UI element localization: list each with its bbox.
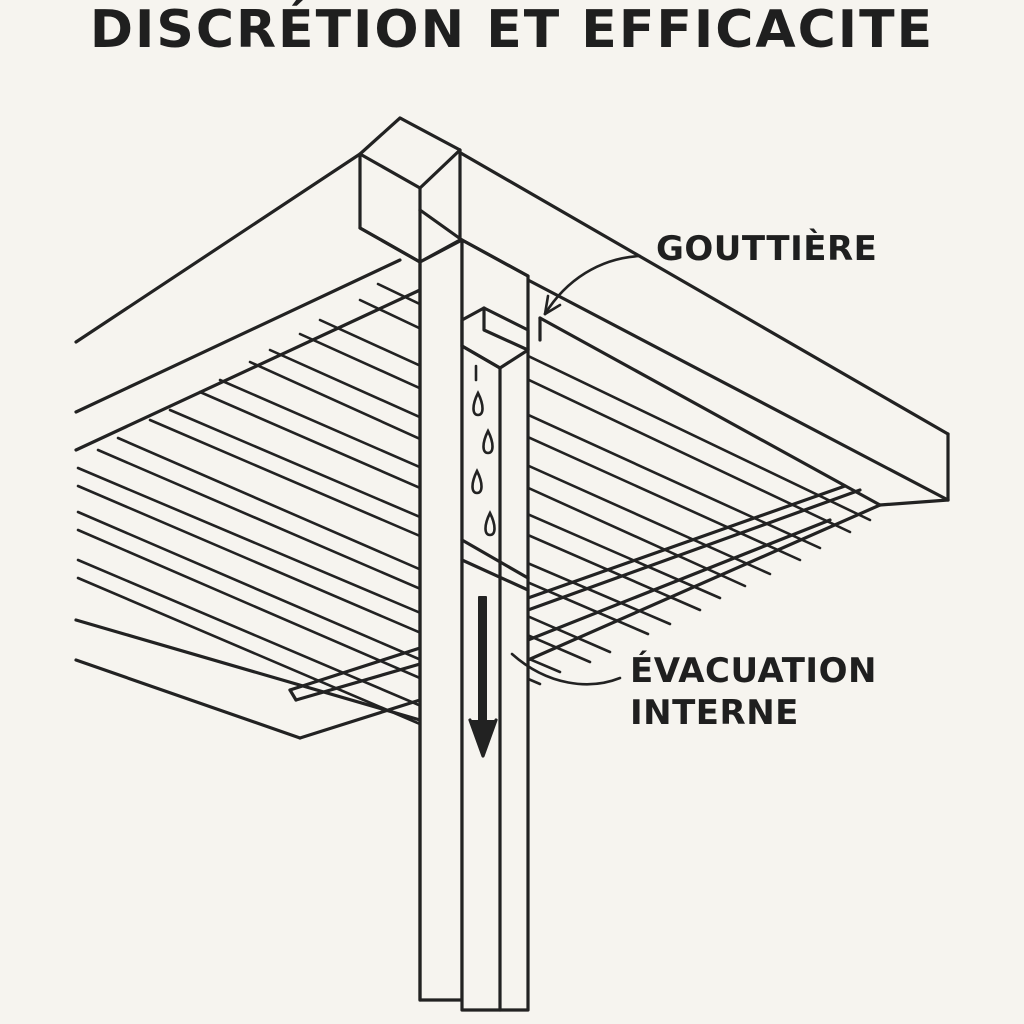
- drain-label-line1: ÉVACUATION: [630, 651, 877, 691]
- water-drop-icon: [471, 468, 483, 495]
- page-title: DISCRÉTION ET EFFICACITE: [89, 0, 935, 60]
- down-arrow-icon: [468, 596, 498, 758]
- water-drop-icon: [482, 428, 494, 455]
- inner-gutter: [288, 646, 422, 702]
- curved-callout-arrow-icon: [543, 254, 642, 316]
- post: [418, 238, 530, 1012]
- water-drops: [471, 364, 496, 537]
- corner-block: [358, 116, 464, 264]
- water-drop-icon: [484, 510, 496, 537]
- drain-label: ÉVACUATION INTERNE: [630, 650, 877, 734]
- drain-label-line2: INTERNE: [630, 693, 799, 733]
- drain-callout-line: [510, 652, 622, 686]
- drain-channel: [460, 306, 530, 592]
- left-roof-beam: [74, 152, 422, 740]
- gutter-label: GOUTTIÈRE: [656, 229, 878, 269]
- water-drop-icon: [472, 390, 484, 417]
- right-roof-beam: [398, 116, 950, 662]
